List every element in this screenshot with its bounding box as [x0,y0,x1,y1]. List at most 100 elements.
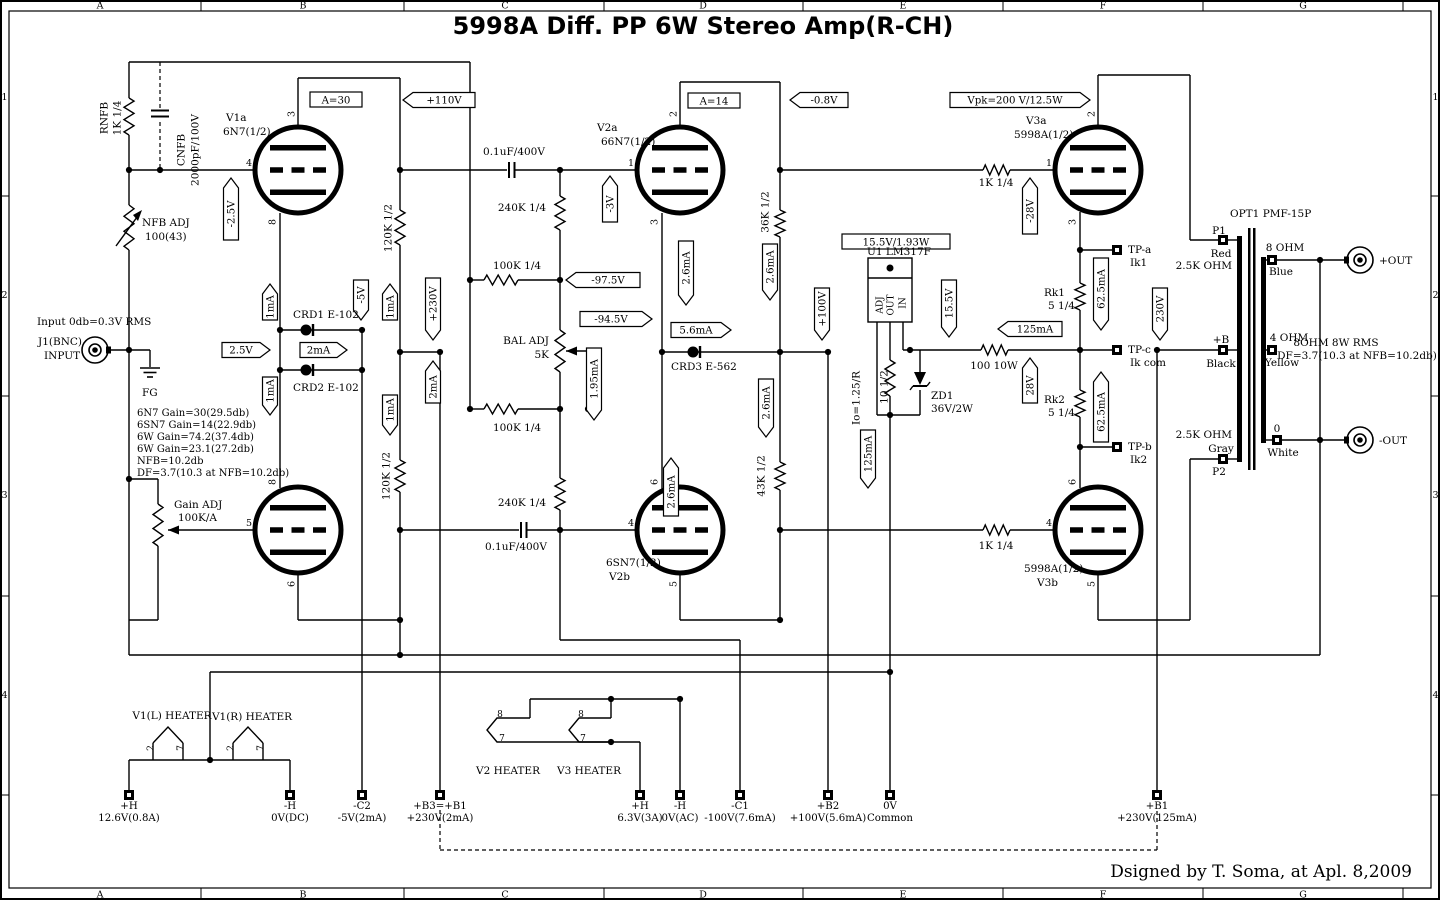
schematic-label: V3b [1036,577,1058,589]
flag-text: 2.6mA [667,475,678,509]
resistor [883,359,897,397]
value-flag [757,378,775,438]
info-box-text: A=30 [321,95,351,106]
schematic-label: 43K 1/2 [756,455,768,496]
schematic-label: 3 [650,219,661,225]
schematic-label: 8 [497,710,503,720]
schematic-label: 7 [580,734,586,744]
opt-core [1248,228,1251,470]
plus-out-connector [1353,253,1367,267]
testpoint-name: TP-b [1128,441,1152,453]
schematic-label: V1(L) HEATER [131,710,212,722]
junction-dot [206,756,214,764]
j1-input-connector [88,343,102,357]
flag-text: 62.5mA [1097,269,1108,309]
value-flag [761,243,779,301]
schematic-label: 100 10W [970,360,1018,372]
flag-text: 2.6mA [682,251,693,285]
resistor [393,459,407,493]
junction-dot [276,366,284,374]
grid-letter-bottom: E [900,890,907,900]
flag-text: Vpk=200 V/12.5W [966,96,1063,107]
schematic-label: 7 [499,734,505,744]
flag-text: -28V [1026,198,1037,222]
grid-letter-bottom: D [699,890,707,900]
schematic-label: 4 OHM [1270,332,1309,344]
tap-square-center [1270,348,1274,352]
schematic-label: 100K 1/4 [493,422,541,434]
schematic-label: 3 [287,111,298,117]
crd-diode [300,364,312,376]
terminal-square-center [888,793,892,797]
schematic-label: 36V/2W [931,403,973,415]
grid-letter-top: C [501,1,508,12]
terminal-value: Common [867,813,913,824]
junction-dot [1153,346,1161,354]
tube-cathode-bar [270,189,326,195]
resistor [393,209,407,246]
resistor [553,477,567,511]
terminal-name: +H [631,801,649,812]
junction-dot [466,276,474,284]
schematic-label: 6 [1068,479,1079,485]
schematic-label: U1 LM317F [867,246,931,258]
resistor [1073,282,1087,311]
terminal-name: -C2 [353,801,371,812]
grid-letter-top: B [300,1,307,12]
terminal-value: 6.3V(3A) [617,812,662,824]
terminal-square-center [438,793,442,797]
grid-letter-bottom: F [1100,890,1107,900]
resistor [483,273,519,287]
junction-dot [436,348,444,356]
value-flag [381,394,399,436]
terminal-square-center [127,793,131,797]
schematic-label: 36K 1/2 [760,191,772,232]
schematic-label: 1K 1/4 [112,100,124,135]
terminal-value: +230V(2mA) [407,812,474,824]
tap-square-center [1221,348,1225,352]
testpoint-current: Ik1 [1130,257,1147,269]
schematic-label: 8OHM 8W RMS [1293,337,1378,349]
schematic-label: 4 [1046,518,1052,529]
schematic-label: V2 HEATER [475,765,541,777]
schematic-label: Red [1211,248,1232,260]
schematic-label: 8 [268,479,279,485]
flag-text: 2mA [307,346,331,357]
value-flag [789,91,849,109]
schematic-label: RNFB [99,102,111,134]
flag-text: 125mA [1017,325,1054,336]
testpoint-square-center [1115,445,1119,449]
value-flag [352,279,370,321]
schematic-label: 5998A(1/2) [1024,563,1083,575]
schematic-label: BAL ADJ [503,335,549,347]
grid-letter-top: F [1100,1,1107,12]
schematic-label: 66N7(1/2) [601,136,655,148]
tube-plate-bar [1070,145,1126,151]
connector-nub [1344,436,1349,444]
tap-square-center [1275,438,1279,442]
grid-number-left: 3 [1,490,7,501]
grid-letter-top: D [699,1,707,12]
tube-cathode-bar [652,189,708,195]
junction-dot [556,526,564,534]
junction-dot [1076,346,1084,354]
schematic-label: White [1267,447,1298,459]
tube-cathode-bar [1070,549,1126,555]
tube-cathode-bar [652,549,708,555]
terminal-value: 0V(AC) [662,812,699,824]
junction-dot [776,526,784,534]
value-flag [222,177,240,241]
tube-envelope [634,484,726,576]
schematic-label: Rk1 [1044,287,1065,299]
junction-dot [556,166,564,174]
junction-dot [396,651,404,659]
schematic-label: 1 [628,158,634,169]
tube-envelope [252,484,344,576]
schematic-label: 240K 1/4 [498,202,546,214]
resistor [553,329,567,373]
terminal-square-center [288,793,292,797]
junction-dot [1316,436,1324,444]
lm317-package [867,257,913,323]
value-flag [1092,371,1110,443]
